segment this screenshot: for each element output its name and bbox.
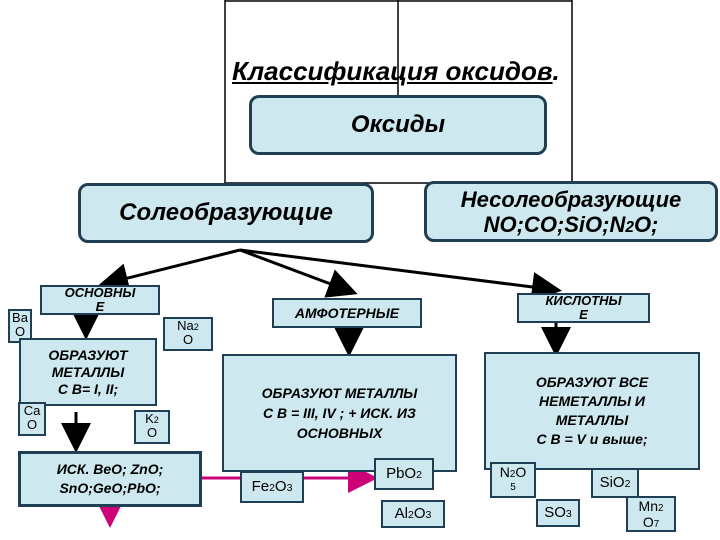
title-dot: . [552,56,560,86]
pbo2-example: PbO2 [374,458,434,490]
title-text: Классификация оксидов [232,56,553,86]
sio2-example: SiO2 [591,468,639,498]
fe2o3-example: Fe2O3 [240,471,304,503]
down-arrows [61,310,571,453]
diagram-title: Классификация оксидов. [232,56,560,87]
basic-exceptions-box: ИСК. BeO; ZnO;SnO;GeO;PbO; [18,451,202,507]
oxides-root-label: Оксиды [350,111,446,138]
salt-forming-label: Солеобразующие [119,199,333,226]
non-salt-forming-title: Несолеобразующие [460,186,682,212]
oxides-root-box: Оксиды [249,95,547,155]
non-salt-forming-box: Несолеобразующие NO;CO;SiO;N2O; [424,181,718,242]
so3-example: SO3 [536,499,580,527]
branch-arrows [98,248,562,302]
al2o3-example: Al2O3 [381,500,445,528]
frame-lines [224,0,573,184]
non-salt-forming-examples: NO;CO;SiO;N2O; [483,211,659,237]
salt-forming-box: Солеобразующие [78,183,374,243]
amphoteric-oxides-label: АМФОТЕРНЫЕ [272,298,422,328]
